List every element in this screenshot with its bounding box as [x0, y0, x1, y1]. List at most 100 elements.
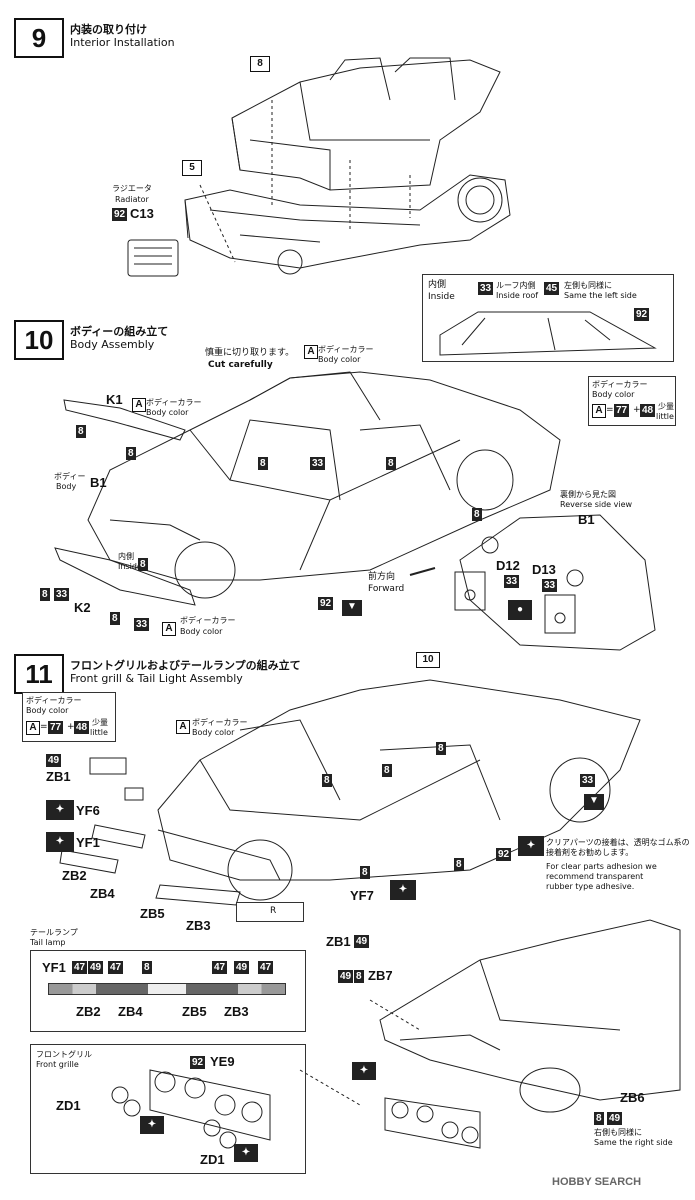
right-side-jp: 右側も同様に	[594, 1128, 642, 1137]
inside-small-jp: 内側	[118, 552, 134, 561]
zb1-color-49: 49	[46, 754, 62, 767]
s11-color-8b: 8	[382, 764, 392, 777]
tail-top-5: 47	[212, 961, 228, 974]
callout-8: 8	[250, 56, 270, 72]
inside-label-en: Inside	[428, 292, 455, 302]
part-zd1: ZD1	[56, 1098, 81, 1113]
body-color-8b: 8	[386, 457, 396, 470]
clear-adhesive-icon: ✦	[518, 836, 544, 856]
part-zb6: ZB6	[620, 1090, 645, 1105]
part-yf1: YF1	[76, 835, 100, 850]
tail-bottom-1: ZB4	[118, 1004, 143, 1019]
mix11-a: A	[26, 721, 40, 735]
zb6-color-49: 49	[607, 1112, 623, 1125]
tail-top-2: 49	[88, 961, 104, 974]
tail-parts-drawing	[59, 757, 241, 906]
inside-color-92: 92	[634, 308, 650, 321]
body-shell-drawing	[87, 371, 561, 599]
callout-5: 5	[182, 160, 202, 176]
reverse-view-drawing	[459, 514, 656, 651]
body-color-8a: 8	[258, 457, 268, 470]
inside-color-33: 33	[478, 282, 494, 295]
part-d12: D12	[496, 558, 520, 573]
tail-top-4: 8	[142, 961, 152, 974]
step-10-number: 10	[14, 320, 64, 360]
part-zb7: ZB7	[368, 968, 393, 983]
body-color-8c: 8	[472, 508, 482, 521]
tail-top-6: 49	[234, 961, 250, 974]
zb7-color-49: 49	[338, 970, 354, 983]
s11-color-8e: 8	[454, 858, 464, 871]
reverse-part-b1: B1	[578, 512, 595, 527]
rear-car-drawing	[379, 919, 681, 1113]
forward-jp: 前方向	[368, 572, 396, 582]
inside-small-en: Inside	[118, 562, 142, 571]
mix-box-step10	[588, 376, 676, 426]
d12-color-33: 33	[504, 575, 520, 588]
mix-little-en: little	[656, 412, 674, 421]
zb1b-color-49: 49	[354, 935, 370, 948]
yf6-glue-icon: ✦	[46, 800, 74, 820]
tail-bottom-2: ZB5	[182, 1004, 207, 1019]
front-grille-panel	[30, 1044, 306, 1174]
step-11-number: 11	[14, 654, 64, 694]
part-zb2: ZB2	[62, 868, 87, 883]
tail-lamp-strip	[48, 983, 286, 995]
mix11-plus: +	[67, 722, 75, 732]
k2-part-drawing	[54, 547, 196, 606]
k2-body-color-en: Body color	[180, 627, 223, 636]
k2-color-8b: 8	[110, 612, 120, 625]
inside-roof-panel	[422, 274, 674, 362]
k1-body-color-box: A	[132, 398, 146, 412]
step-11-title-en: Front grill & Tail Light Assembly	[70, 672, 243, 685]
part-d13: D13	[532, 562, 556, 577]
cut-carefully-en: Cut carefully	[208, 360, 273, 370]
step-9-title-en: Interior Installation	[70, 36, 175, 49]
drill-marker: ●	[508, 600, 532, 620]
k2-color-8: 8	[40, 588, 50, 601]
inside-label-jp: 内側	[428, 280, 447, 290]
roof-label-en: Inside roof	[496, 291, 539, 300]
inside-color-8: 8	[138, 558, 148, 571]
mix-plus: +	[633, 405, 641, 415]
k1-color-8: 8	[76, 425, 86, 438]
s11-color-92: 92	[496, 848, 512, 861]
grille-color-92: 92	[190, 1056, 206, 1069]
mix-48: 48	[640, 404, 656, 417]
left-side-en: Same the left side	[564, 291, 637, 300]
mix-little-jp: 少量	[658, 402, 674, 411]
left-side-jp: 左側も同様に	[564, 281, 612, 290]
zb6-color-8: 8	[594, 1112, 604, 1125]
part-zd1b: ZD1	[200, 1152, 225, 1167]
tail-top-3: 47	[108, 961, 124, 974]
inside-roof-drawing	[439, 311, 657, 356]
mix11-eq: =	[40, 722, 48, 732]
r-marker-label: R	[270, 906, 277, 916]
part-k2: K2	[74, 600, 91, 615]
mix-title-jp: ボディーカラー	[592, 380, 648, 389]
k2-color-33: 33	[54, 588, 70, 601]
step11-body-color-en: Body color	[192, 728, 235, 737]
step-10-title-en: Body Assembly	[70, 338, 155, 351]
body-color-en: Body color	[318, 355, 361, 364]
mix11-little-en: little	[90, 728, 108, 737]
interior-tub-drawing	[231, 57, 501, 191]
reverse-view-en: Reverse side view	[560, 500, 633, 509]
radiator-part-number: C13	[130, 206, 154, 221]
radiator-label-en: Radiator	[115, 195, 149, 204]
yf1-glue-icon: ✦	[46, 832, 74, 852]
grille-drawing	[111, 1069, 271, 1149]
roof-label-jp: ルーフ内側	[496, 281, 536, 290]
part-b1: B1	[90, 475, 107, 490]
radiator-drawing	[127, 239, 179, 277]
forward-en: Forward	[368, 584, 405, 594]
body-color-33a: 33	[310, 457, 326, 470]
mix11-little-jp: 少量	[92, 718, 108, 727]
reverse-view-jp: 裏側から見た図	[560, 490, 616, 499]
mix-formula-a: A	[592, 404, 606, 418]
body-color-jp: ボディーカラー	[318, 345, 374, 354]
tail-lamp-title-jp: テールランプ	[30, 928, 78, 937]
mix11-48: 48	[74, 721, 90, 734]
sill-color-92: 92	[318, 597, 334, 610]
